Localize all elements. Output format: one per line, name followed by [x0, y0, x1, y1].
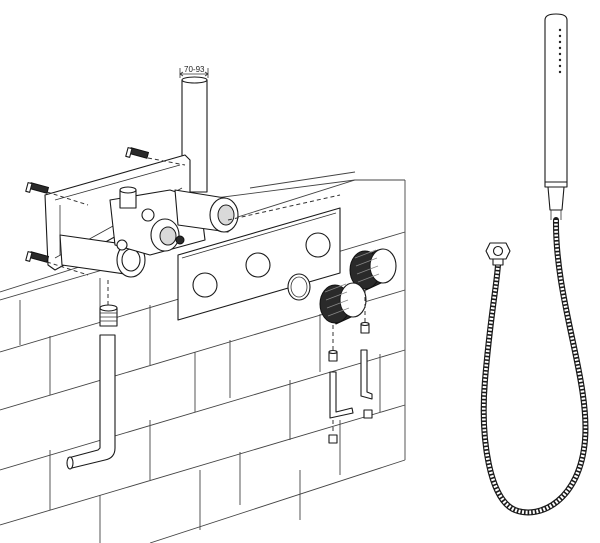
o-ring: [287, 273, 311, 301]
riser-pipe: [181, 76, 208, 193]
pipe-adapter: [99, 280, 118, 327]
control-knob-upper: [349, 248, 397, 291]
shower-hose: [480, 217, 589, 516]
mounting-screw-left-top: [25, 182, 89, 206]
grub-screw-left: [328, 325, 338, 362]
spray-nozzles: [558, 28, 562, 74]
trim-plate: [177, 194, 341, 321]
trim-plate-hole-left: [192, 272, 218, 298]
supply-pipe: [66, 334, 116, 470]
hex-key-left: [328, 371, 354, 444]
mounting-screw-left-bottom: [25, 251, 89, 276]
dimension-label: 70-93: [184, 65, 205, 74]
trim-plate-hole-right: [305, 232, 331, 258]
dimension-marker: 70-93: [179, 65, 209, 78]
trim-plate-hole-middle: [245, 252, 271, 278]
hose-nut: [485, 242, 511, 266]
mounting-screw-top: [125, 147, 186, 166]
control-knob-lower: [319, 282, 367, 325]
valve-body: [59, 186, 239, 278]
hex-key-right: [360, 349, 373, 419]
grub-screw-right: [360, 290, 370, 334]
hand-shower: [544, 13, 568, 220]
